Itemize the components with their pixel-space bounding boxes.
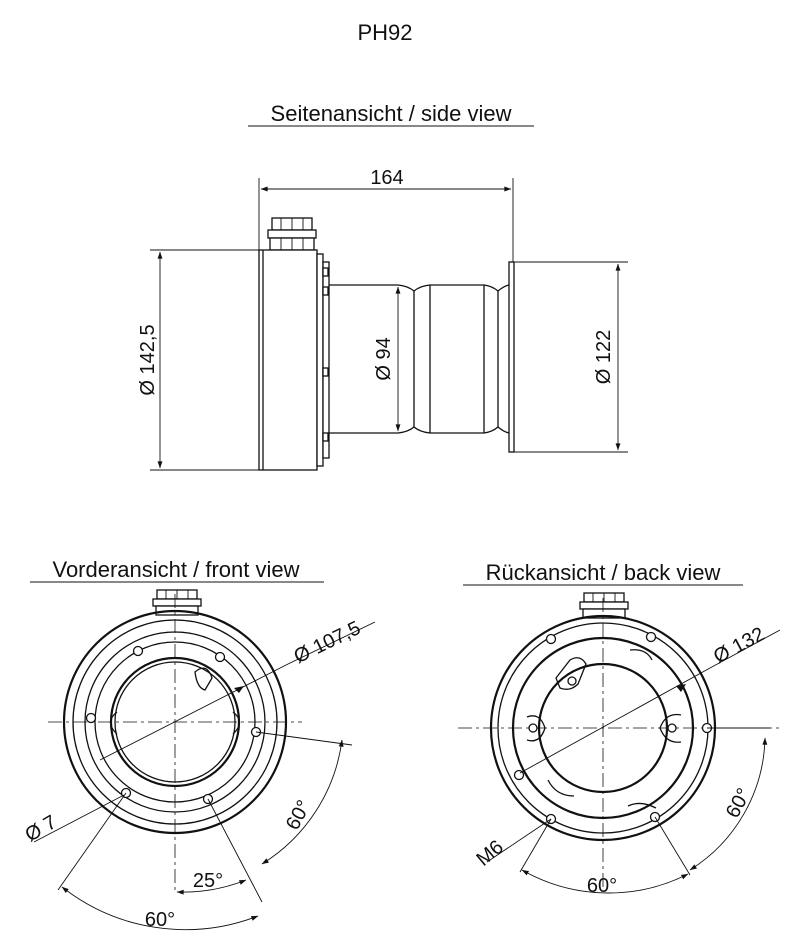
slot-notch bbox=[194, 667, 213, 691]
bolt-circle-diameter-label: Ø 107,5 bbox=[291, 617, 365, 668]
bolt-circle-diameter-leader bbox=[285, 621, 376, 666]
mounting-hole bbox=[645, 631, 657, 643]
slot-lobe bbox=[659, 713, 682, 743]
flange-diameter-label: Ø 122 bbox=[593, 330, 615, 384]
flange-circle bbox=[511, 636, 695, 820]
angle-extension-line bbox=[519, 818, 552, 873]
angle-extension-line bbox=[57, 792, 127, 891]
bore-inner-circle bbox=[114, 661, 236, 783]
flange-ring-circle bbox=[84, 631, 266, 813]
front-view-label: Vorderansicht / front view bbox=[52, 557, 299, 582]
flange-ring-inner bbox=[94, 641, 256, 803]
slot-notch bbox=[109, 711, 118, 735]
back-angle-bottom-label: 60° bbox=[587, 875, 617, 897]
back-angle-right-label: 60° bbox=[722, 785, 756, 822]
slot-arc bbox=[547, 779, 575, 797]
slot-hole bbox=[528, 723, 538, 733]
slot-hole bbox=[567, 676, 577, 686]
thread-label: M6 bbox=[472, 836, 507, 871]
front-angle-small-label: 25° bbox=[193, 870, 223, 892]
back-view: Rückansicht / back view bbox=[458, 560, 781, 897]
angle-arc bbox=[521, 869, 689, 894]
bolt-circle-diameter-leader bbox=[99, 664, 287, 761]
angle-extension-line bbox=[255, 731, 353, 746]
angle-arc bbox=[689, 737, 768, 871]
flange-plate bbox=[322, 261, 330, 459]
front-angle-bottom-label: 60° bbox=[145, 909, 175, 931]
housing-ring bbox=[316, 253, 324, 467]
bolt-head bbox=[322, 286, 329, 296]
bolt-head bbox=[322, 432, 329, 442]
bolt-circle-diameter-leader bbox=[709, 629, 781, 669]
housing-body bbox=[258, 249, 318, 471]
mounting-hole bbox=[214, 651, 226, 663]
hole-diameter-label: Ø 7 bbox=[22, 811, 61, 846]
shaft-diameter-label: Ø 94 bbox=[373, 337, 395, 380]
back-flange bbox=[508, 261, 515, 453]
side-view: Seitenansicht / side view 164 bbox=[137, 101, 628, 471]
mounting-hole bbox=[85, 712, 97, 724]
slot-arc bbox=[627, 802, 657, 809]
mounting-hole bbox=[132, 645, 144, 657]
angle-arc bbox=[61, 886, 259, 931]
housing-inner-circle bbox=[72, 619, 278, 825]
dimension-arrow bbox=[676, 684, 686, 692]
side-view-label: Seitenansicht / side view bbox=[271, 101, 512, 126]
dimension-arrow bbox=[234, 686, 244, 693]
mounting-hole bbox=[250, 726, 262, 738]
slot-arc bbox=[629, 649, 653, 661]
hole-diameter-leader bbox=[33, 794, 125, 843]
thread-leader bbox=[486, 818, 552, 863]
bolt-circle-diameter-leader bbox=[519, 667, 711, 774]
housing-diameter-label: Ø 142,5 bbox=[137, 324, 159, 395]
bolt-head bbox=[322, 367, 329, 377]
cable-gland-side bbox=[267, 217, 317, 251]
bolt-head bbox=[322, 267, 329, 277]
angle-arc bbox=[261, 739, 344, 865]
slot-notch bbox=[232, 711, 241, 735]
back-view-label: Rückansicht / back view bbox=[486, 560, 721, 585]
angle-extension-line bbox=[654, 816, 691, 876]
slot-lobe bbox=[555, 657, 587, 690]
cable-gland-back bbox=[579, 592, 629, 619]
shaft-body bbox=[329, 284, 510, 434]
front-view: Vorderansicht / front view bbox=[22, 557, 376, 931]
angle-extension-line bbox=[207, 798, 263, 903]
slot-lobe bbox=[526, 715, 546, 742]
length-dimension-label: 164 bbox=[370, 167, 403, 189]
front-angle-mid-label: 60° bbox=[282, 797, 316, 834]
mounting-hole bbox=[545, 633, 557, 645]
drawing-title: PH92 bbox=[357, 20, 412, 45]
bore-circle bbox=[537, 662, 669, 794]
slot-hole bbox=[667, 723, 677, 733]
back-bolt-circle-diameter-label: Ø 132 bbox=[710, 623, 768, 668]
outer-housing-circle bbox=[62, 609, 288, 835]
